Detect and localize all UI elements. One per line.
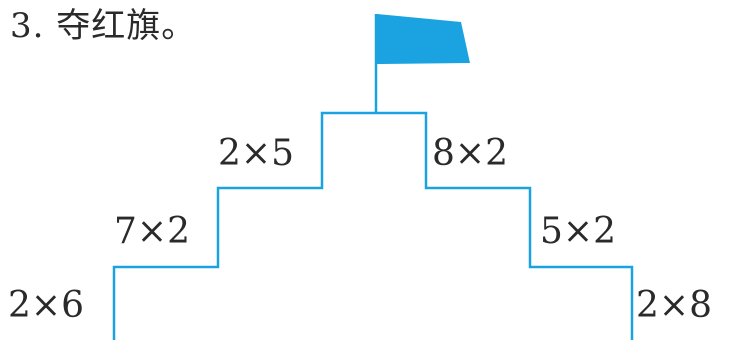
problem-title: 3. 夺红旗。 [10, 6, 197, 46]
blue-flag-icon [377, 14, 470, 64]
step-expression-right-1: 8×2 [432, 133, 508, 174]
step-expression-left-2: 7×2 [114, 211, 190, 252]
step-expression-left-1: 2×6 [8, 285, 84, 326]
step-expression-right-3: 2×8 [636, 285, 712, 326]
step-expression-right-2: 5×2 [540, 211, 616, 252]
staircase-outline [112, 111, 634, 340]
step-expression-left-3: 2×5 [218, 133, 294, 174]
